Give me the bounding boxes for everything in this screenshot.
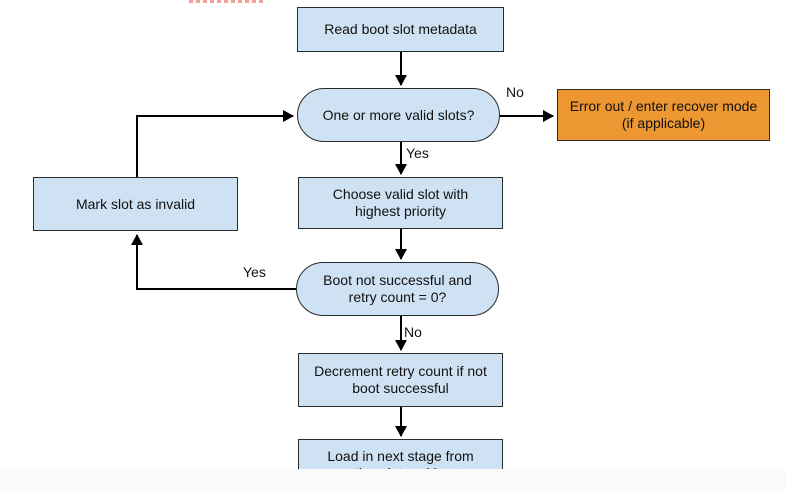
node-label: Mark slot as invalid bbox=[75, 195, 196, 212]
edge-markinvalid-to-validslots bbox=[136, 110, 294, 177]
node-label: One or more valid slots? bbox=[322, 106, 475, 123]
node-label: Choose valid slot with highest priority bbox=[332, 186, 469, 219]
node-mark-slot-invalid: Mark slot as invalid bbox=[33, 177, 238, 231]
node-label: Read boot slot metadata bbox=[324, 21, 477, 37]
node-decision-valid-slots: One or more valid slots? bbox=[297, 88, 500, 142]
node-error-recover-mode: Error out / enter recover mode (if appli… bbox=[557, 89, 770, 141]
red-dotted-artifact bbox=[189, 0, 266, 3]
bottom-gray-band bbox=[0, 469, 786, 491]
node-label: Error out / enter recover mode (if appli… bbox=[569, 98, 758, 131]
edge-label-boot-retry-no: No bbox=[404, 324, 422, 340]
edge-bootretry-yes-to-markinvalid bbox=[131, 234, 296, 290]
node-choose-valid-slot: Choose valid slot with highest priority bbox=[298, 177, 503, 229]
node-read-boot-slot-metadata: Read boot slot metadata bbox=[297, 7, 504, 52]
node-decrement-retry-count: Decrement retry count if not boot succes… bbox=[298, 353, 503, 407]
edge-label-valid-slots-yes: Yes bbox=[406, 145, 429, 161]
node-label: Boot not successful and retry count = 0? bbox=[323, 272, 472, 305]
edge-label-valid-slots-no: No bbox=[506, 84, 524, 100]
edge-label-boot-retry-yes: Yes bbox=[243, 264, 266, 280]
node-label: Decrement retry count if not boot succes… bbox=[314, 363, 487, 396]
node-decision-boot-retry: Boot not successful and retry count = 0? bbox=[296, 262, 499, 316]
